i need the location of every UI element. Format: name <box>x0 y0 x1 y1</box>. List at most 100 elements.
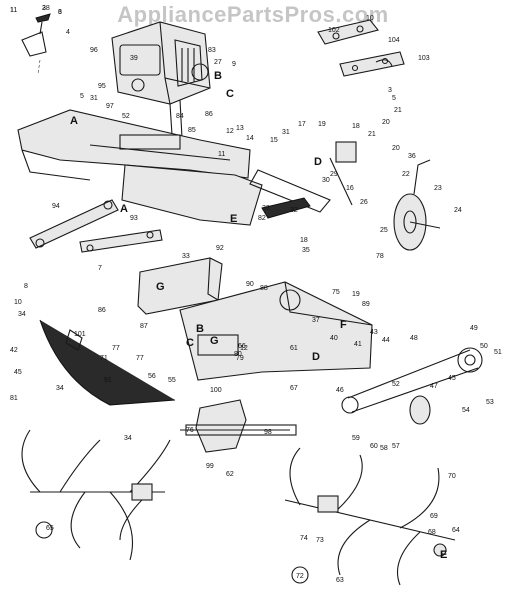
part-callout: 64 <box>452 527 460 534</box>
throttle-control <box>21 13 51 75</box>
part-callout: 21 <box>368 131 376 138</box>
part-callout: 38 <box>42 5 50 12</box>
part-callout: 91 <box>104 377 112 384</box>
letter-label: A <box>120 203 128 215</box>
part-callout: 18 <box>352 123 360 130</box>
part-callout: 35 <box>302 247 310 254</box>
part-callout: 51 <box>494 349 502 356</box>
left-tine-assembly <box>21 429 171 561</box>
depth-bar <box>249 141 357 219</box>
part-callout: 21 <box>394 107 402 114</box>
part-callout: 45 <box>448 375 456 382</box>
part-callout: 11 <box>218 151 225 158</box>
part-callout: 29 <box>330 171 338 178</box>
handle-bracket <box>317 19 405 77</box>
drive-chain <box>39 319 176 406</box>
part-callout: 6 <box>58 9 62 16</box>
part-callout: 5 <box>80 93 84 100</box>
part-callout: 52 <box>122 113 130 120</box>
part-callout: 94 <box>52 203 60 210</box>
part-callout: 27 <box>214 59 222 66</box>
part-callout: 19 <box>352 291 360 298</box>
transmission-frame <box>179 281 373 453</box>
part-callout: 25 <box>380 227 388 234</box>
part-callout: 34 <box>18 311 26 318</box>
letter-label: D <box>312 351 320 363</box>
part-callout: 33 <box>182 253 190 260</box>
part-callout: 48 <box>410 335 418 342</box>
part-callout: 53 <box>486 399 494 406</box>
part-callout: 34 <box>56 385 64 392</box>
letter-label: B <box>196 323 204 335</box>
part-callout: 12 <box>240 345 248 352</box>
part-callout: 95 <box>98 83 106 90</box>
part-callout: 1 <box>10 7 14 14</box>
letter-label: C <box>226 88 234 100</box>
part-callout: 50 <box>480 343 488 350</box>
engine-assembly <box>111 21 211 139</box>
part-callout: 57 <box>392 443 400 450</box>
part-callout: 61 <box>290 345 298 352</box>
part-callout: 45 <box>14 369 22 376</box>
letter-label: B <box>214 70 222 82</box>
part-callout: 40 <box>330 335 338 342</box>
part-callout: 68 <box>428 529 436 536</box>
part-callout: 33 <box>262 205 270 212</box>
part-callout: 44 <box>382 337 390 344</box>
letter-label: F <box>340 319 347 331</box>
part-callout: 14 <box>246 135 254 142</box>
part-callout: 19 <box>318 121 326 128</box>
part-callout: 82 <box>258 215 266 222</box>
part-callout: 55 <box>168 377 176 384</box>
hitch-links <box>29 199 163 253</box>
part-callout: 78 <box>376 253 384 260</box>
part-callout: 86 <box>98 307 106 314</box>
letter-label: C <box>186 337 194 349</box>
part-callout: 34 <box>124 435 132 442</box>
part-callout: 18 <box>300 237 308 244</box>
part-callout: 104 <box>388 37 400 44</box>
part-callout: 92 <box>216 245 224 252</box>
letter-label: D <box>314 156 322 168</box>
part-callout: 52 <box>392 381 400 388</box>
letter-label: G <box>156 281 165 293</box>
letter-label: E <box>440 549 447 561</box>
part-callout: 31 <box>282 129 290 136</box>
part-callout: 16 <box>346 185 354 192</box>
part-callout: 56 <box>148 373 156 380</box>
part-callout: 37 <box>312 317 320 324</box>
letter-callouts: A A B C D E G G B C F D E <box>70 70 447 561</box>
part-callout: 31 <box>90 95 98 102</box>
part-callout: 87 <box>140 323 148 330</box>
part-callout: 66 <box>238 343 246 350</box>
part-callout: 102 <box>328 27 340 34</box>
part-callout: 46 <box>336 387 344 394</box>
part-callout: 76 <box>186 427 194 434</box>
part-callout: 90 <box>246 281 254 288</box>
part-callout: 5 <box>392 95 396 102</box>
part-callout: 58 <box>380 445 388 452</box>
part-callout: 22 <box>402 171 410 178</box>
part-callout: 36 <box>408 153 416 160</box>
letter-label: G <box>210 335 219 347</box>
part-callout: 103 <box>418 55 430 62</box>
part-callout: 100 <box>210 387 222 394</box>
part-callout: 93 <box>130 215 138 222</box>
part-callout: 81 <box>10 395 18 402</box>
part-callout: 20 <box>392 145 400 152</box>
part-callout: 15 <box>270 137 278 144</box>
part-callout: 67 <box>290 385 298 392</box>
part-callout: 79 <box>236 355 244 362</box>
part-callout: 96 <box>90 47 98 54</box>
part-callout: 88 <box>260 285 268 292</box>
letter-label: E <box>230 213 237 225</box>
part-callout: 9 <box>232 61 236 68</box>
part-callout: 11 <box>10 7 17 14</box>
part-callout: 20 <box>382 119 390 126</box>
part-callout: 98 <box>264 429 272 436</box>
part-callout: 62 <box>226 471 234 478</box>
part-callout: 70 <box>448 473 456 480</box>
